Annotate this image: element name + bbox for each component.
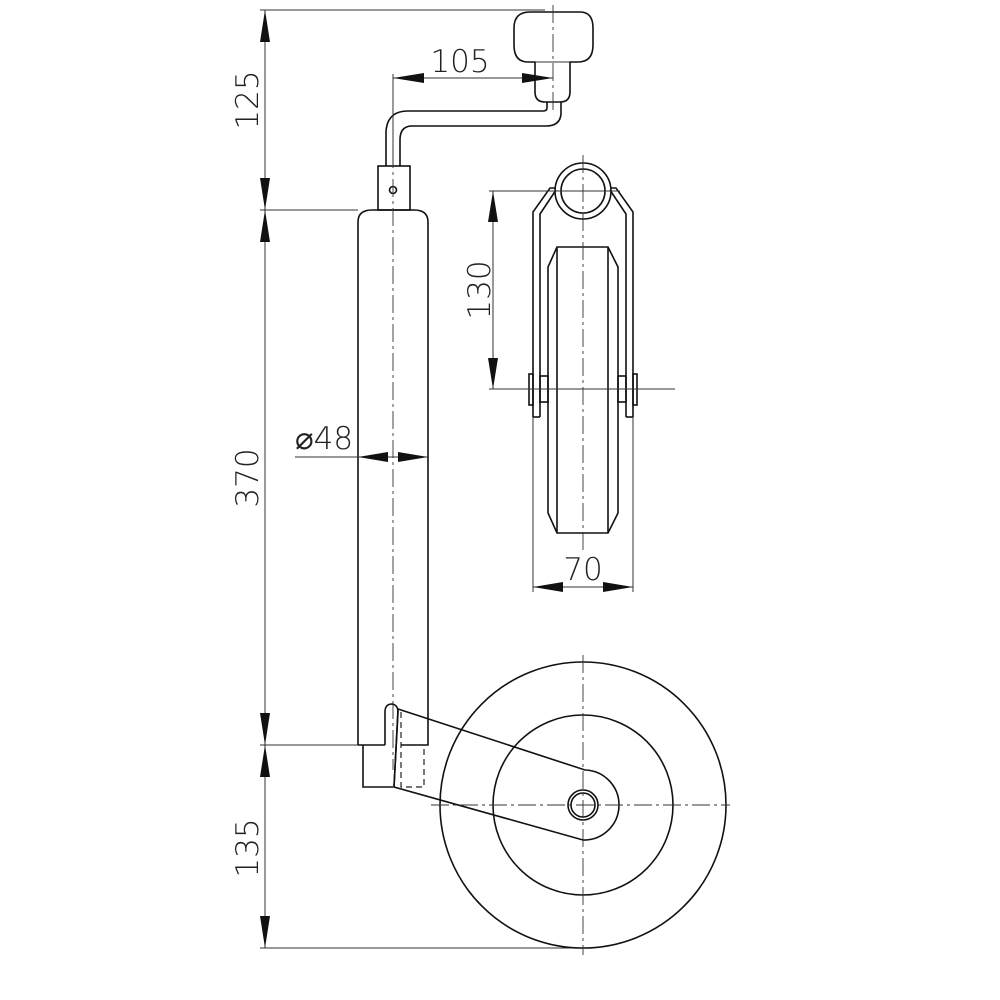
wheel-side-view	[393, 655, 730, 955]
dim-fork-height: 130	[462, 260, 498, 319]
dim-crank-offset: 105	[430, 44, 489, 80]
vertical-dimension-chain: 125 370 135	[230, 9, 583, 949]
crank-offset-dimension: 105	[392, 44, 553, 166]
fork-height-dimension: 130	[462, 190, 675, 390]
jack-tube	[357, 150, 429, 788]
tube-diameter-dimension: ⌀48	[295, 421, 428, 462]
dim-tube-length: 370	[230, 448, 266, 507]
dim-wheel-width: 70	[563, 552, 602, 588]
dim-crank-height: 125	[230, 70, 266, 129]
crank-handle	[377, 5, 594, 211]
wheel-front-view	[528, 155, 638, 550]
wheel-width-dimension: 70	[532, 417, 634, 592]
dim-tube-diameter: ⌀48	[295, 421, 353, 457]
dim-wheel-height: 135	[230, 818, 266, 877]
